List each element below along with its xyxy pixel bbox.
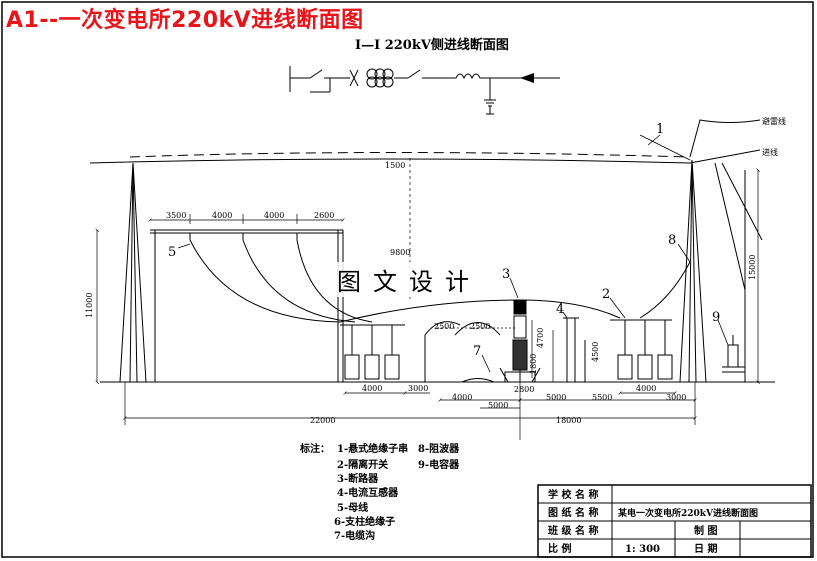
legend-item: 8-阻波器 xyxy=(418,442,460,455)
drawn-by-label: 制 图 xyxy=(694,524,717,537)
label-incoming-line: 进线 xyxy=(762,147,778,157)
marker-5: 5 xyxy=(168,245,176,260)
dimension-lines xyxy=(97,158,758,440)
legend-item: 6-支柱绝缘子 xyxy=(334,515,395,528)
drawing-name-value: 某电一次变电所220kV进线断面图 xyxy=(618,507,758,519)
legend-item: 9-电容器 xyxy=(418,458,460,471)
dim-18000: 18000 xyxy=(556,416,581,425)
marker-4: 4 xyxy=(556,302,564,317)
section-subtitle: I—I 220kV侧进线断面图 xyxy=(355,38,509,53)
marker-9: 9 xyxy=(712,310,720,325)
dim-4000-b: 4000 xyxy=(264,211,284,220)
marker-7: 7 xyxy=(473,344,481,359)
legend-item: 1-悬式绝缘子串 xyxy=(337,442,408,455)
dim-5500: 5500 xyxy=(592,393,612,402)
dim-5000-b: 5000 xyxy=(546,393,566,402)
legend-item: 3-断路器 xyxy=(337,472,379,485)
capacitor xyxy=(722,335,745,373)
legend-item: 7-电缆沟 xyxy=(334,529,375,542)
left-disconnector-group xyxy=(333,324,405,383)
incoming-line-wire xyxy=(89,158,691,164)
dim-15000-vertical: 15000 xyxy=(748,255,757,280)
page-title: A1--一次变电所220kV进线断面图 xyxy=(6,8,364,33)
dim-2600: 2600 xyxy=(314,211,334,220)
dim-11000: 11000 xyxy=(85,293,94,318)
scale-label: 比 例 xyxy=(548,542,571,555)
legend-item: 4-电流互感器 xyxy=(337,486,399,499)
dim-4000-c: 4000 xyxy=(362,384,382,393)
dim-4000-d: 4000 xyxy=(452,393,472,402)
connecting-conductor xyxy=(339,299,621,323)
dim-5000-a: 5000 xyxy=(488,401,508,410)
dim-1800: 1800 xyxy=(529,354,538,374)
legend-title: 标注： xyxy=(299,442,330,455)
single-line-diagram xyxy=(289,66,560,115)
dim-2500-a: 2500 xyxy=(434,322,454,331)
dim-3000-a: 3000 xyxy=(408,384,428,393)
dim-3500: 3500 xyxy=(166,211,186,220)
circuit-breaker xyxy=(499,299,541,383)
right-line-tower xyxy=(679,159,763,383)
marker-2: 2 xyxy=(602,287,610,302)
bus-gantry xyxy=(150,229,373,382)
dim-4000-e: 4000 xyxy=(636,384,656,393)
label-lightning-wire: 避雷线 xyxy=(762,116,786,126)
legend-item: 2-隔离开关 xyxy=(337,458,388,471)
date-label: 日 期 xyxy=(694,542,717,555)
marker-1: 1 xyxy=(656,122,664,137)
incoming-arrow-icon xyxy=(520,73,534,83)
cable-trench-left xyxy=(424,321,501,383)
marker-3: 3 xyxy=(502,267,510,282)
dim-4500: 4500 xyxy=(591,342,600,362)
scale-value: 1: 300 xyxy=(625,544,660,555)
dim-2500-b: 2500 xyxy=(470,322,490,331)
dim-4000-a: 4000 xyxy=(212,211,232,220)
left-line-tower xyxy=(119,162,147,383)
current-transformer xyxy=(563,317,579,382)
drawing-name-label: 图 纸 名 称 xyxy=(548,506,598,519)
marker-8: 8 xyxy=(668,233,676,248)
dim-9800: 9800 xyxy=(390,248,410,257)
class-name-label: 班 级 名 称 xyxy=(548,524,598,537)
dim-22000: 22000 xyxy=(310,416,335,425)
watermark: 图文设计 xyxy=(333,262,485,297)
title-block xyxy=(537,484,812,558)
dim-1500: 1500 xyxy=(385,161,405,170)
legend-item: 5-母线 xyxy=(337,501,368,514)
school-name-label: 学 校 名 称 xyxy=(548,488,598,501)
legend: 标注： 1-悬式绝缘子串 2-隔离开关 3-断路器 4-电流互感器 5-母线 6… xyxy=(299,442,460,542)
dim-2800: 2800 xyxy=(514,385,534,394)
dim-4700: 4700 xyxy=(536,328,545,348)
dim-3000-b: 3000 xyxy=(666,393,686,402)
lightning-wire xyxy=(129,152,691,158)
